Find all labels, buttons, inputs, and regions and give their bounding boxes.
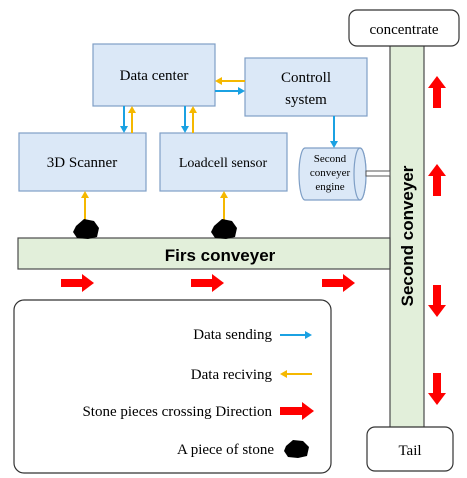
engine-shaft xyxy=(365,170,391,177)
data-center-label: Data center xyxy=(120,68,189,84)
data-receive-arrow-stone-to-scanner xyxy=(81,191,89,220)
data-send-arrow-dc-to-loadcell xyxy=(181,106,189,133)
concentrate-label: concentrate xyxy=(369,22,438,38)
legend-data-receiving-label: Data reciving xyxy=(191,367,273,383)
stone-icon xyxy=(73,219,99,239)
first-conveyor-label: Firs conveyer xyxy=(165,246,276,265)
data-receive-arrow-loadcell-to-dc xyxy=(189,106,197,133)
direction-arrow-up xyxy=(428,76,446,108)
direction-arrow-right xyxy=(322,274,355,292)
engine-label-line2: conveyer xyxy=(310,167,351,179)
scanner-box xyxy=(18,132,147,192)
scanner-label: 3D Scanner xyxy=(47,155,117,171)
first-conveyor-belt xyxy=(17,237,391,270)
control-system-label-line2: system xyxy=(285,92,327,108)
second-conveyor-label: Second conveyer xyxy=(398,165,417,306)
direction-arrow-down xyxy=(428,285,446,317)
direction-arrow-up xyxy=(428,164,446,196)
stone-icon xyxy=(211,219,237,239)
legend-send-arrow xyxy=(280,331,312,339)
concentrate-box xyxy=(348,9,460,47)
data-send-arrow-dc-to-cs xyxy=(215,87,245,95)
control-system-label-line1: Controll xyxy=(281,70,331,86)
second-conveyor-belt xyxy=(389,39,425,431)
tail-box xyxy=(366,426,454,472)
data-send-arrow-cs-to-engine xyxy=(330,116,338,148)
legend-stone-icon xyxy=(284,440,309,458)
data-receive-arrow-stone-to-loadcell xyxy=(220,191,228,220)
direction-arrow-right xyxy=(191,274,224,292)
loadcell-label: Loadcell sensor xyxy=(179,156,268,171)
legend-box xyxy=(13,299,332,474)
control-system-box xyxy=(244,57,368,117)
direction-arrow-down xyxy=(428,373,446,405)
data-center-box xyxy=(92,43,216,107)
legend-data-sending-label: Data sending xyxy=(193,327,272,343)
direction-arrow-right xyxy=(61,274,94,292)
conveyor-engine xyxy=(298,147,367,201)
data-receive-arrow-scanner-to-dc xyxy=(128,106,136,133)
legend-direction-arrow xyxy=(280,402,314,420)
tail-label: Tail xyxy=(398,443,421,459)
engine-label-line1: Second xyxy=(314,153,347,165)
legend-receive-arrow xyxy=(280,370,312,378)
legend-direction-label: Stone pieces crossing Direction xyxy=(82,404,272,420)
engine-label-line3: engine xyxy=(315,181,344,193)
data-send-arrow-dc-to-scanner xyxy=(120,106,128,133)
legend-stone-label: A piece of stone xyxy=(177,442,274,458)
loadcell-box xyxy=(159,132,288,192)
data-receive-arrow-cs-to-dc xyxy=(215,77,245,85)
